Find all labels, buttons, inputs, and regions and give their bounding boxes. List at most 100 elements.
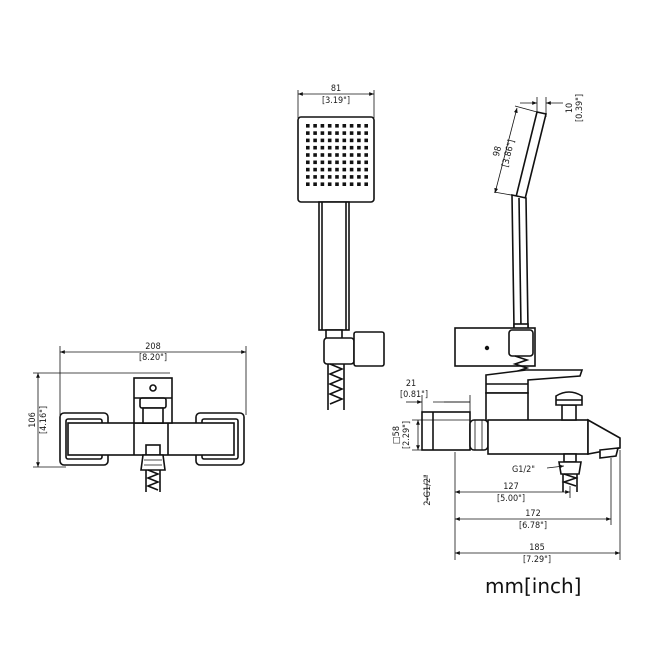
nozzle	[335, 182, 339, 186]
nozzle	[364, 138, 368, 143]
nozzle	[364, 160, 368, 165]
dim-front-width-inch: [8.20"]	[139, 353, 167, 363]
outlet-thread-label: G1/2"	[512, 465, 535, 475]
nozzle	[327, 145, 332, 150]
dim-handshower-width-inch: [3.19"]	[322, 96, 350, 106]
holder-screw	[484, 345, 490, 351]
side-nut	[469, 419, 489, 451]
nozzle	[327, 175, 332, 179]
dim-total-length-mm: 185	[529, 543, 544, 553]
nozzle	[320, 138, 325, 143]
nozzle	[306, 175, 310, 179]
nozzle	[357, 153, 361, 157]
nozzle	[335, 167, 339, 172]
handshower-view: 81 [3.19"]	[297, 84, 385, 410]
dim-side-thickness-mm: 10	[565, 103, 575, 113]
spout-aerator	[599, 447, 620, 459]
nozzle	[364, 153, 368, 157]
nozzle	[313, 182, 317, 186]
nozzle	[327, 153, 332, 157]
dim-front-width-mm: 208	[145, 342, 160, 352]
dim-side-head-mm: 98	[492, 145, 504, 157]
holder-bracket	[323, 337, 355, 365]
dim-inlet-offset-mm: 21	[406, 379, 416, 389]
dim-side-thickness-inch: [0.39"]	[575, 94, 585, 122]
dim-body-square-inch: [2.29"]	[402, 421, 412, 449]
nozzle	[364, 175, 368, 179]
dim-spout-length-mm: 172	[525, 509, 540, 519]
nozzle	[320, 124, 325, 128]
side-spout	[587, 418, 621, 455]
side-handshower-head	[515, 111, 547, 200]
nozzle	[342, 175, 347, 179]
nozzle	[342, 145, 347, 150]
nozzle	[364, 167, 368, 172]
dim-outlet-distance-inch: [5.00"]	[497, 494, 525, 504]
dim-total-length-inch: [7.29"]	[523, 555, 551, 565]
nozzle	[342, 160, 347, 165]
nozzle	[327, 124, 332, 128]
nozzle	[349, 153, 354, 157]
nozzle	[357, 145, 361, 150]
nozzle	[335, 138, 339, 143]
nozzle	[306, 182, 310, 186]
nozzle	[320, 175, 325, 179]
nozzle	[335, 153, 339, 157]
nozzle	[306, 131, 310, 135]
nozzle	[327, 167, 332, 172]
nozzle	[342, 124, 347, 128]
nozzle	[335, 175, 339, 179]
nozzle	[335, 160, 339, 165]
nozzle	[357, 175, 361, 179]
nozzle	[357, 167, 361, 172]
nozzle	[342, 182, 347, 186]
dim-inlet-offset-inch: [0.81"]	[400, 390, 428, 400]
nozzle	[349, 160, 354, 165]
nozzle	[364, 131, 368, 135]
nozzle	[306, 167, 310, 172]
nozzle	[357, 160, 361, 165]
nozzle	[313, 160, 317, 165]
dim-line-side-head	[494, 107, 518, 194]
nozzle	[342, 138, 347, 143]
hose	[327, 363, 345, 405]
nozzle	[313, 131, 317, 135]
outlet-nut	[140, 454, 166, 471]
side-hose	[512, 355, 530, 373]
nozzle	[327, 138, 332, 143]
diverter-knob	[555, 391, 583, 406]
front-hose	[145, 469, 161, 491]
side-wall-escutcheon	[421, 411, 471, 451]
nozzle	[313, 175, 317, 179]
handshower-handle	[318, 201, 350, 331]
nozzle	[320, 182, 325, 186]
nozzle	[364, 145, 368, 150]
nozzle	[313, 138, 317, 143]
nozzle	[327, 131, 332, 135]
side-outlet-nut	[558, 461, 582, 475]
nozzle	[342, 167, 347, 172]
nozzle	[313, 124, 317, 128]
side-body	[487, 419, 589, 455]
nozzle	[320, 153, 325, 157]
holder-wall-plate	[353, 331, 385, 367]
lever	[139, 397, 167, 409]
nozzle	[306, 160, 310, 165]
nozzle	[349, 182, 354, 186]
cartridge-cap	[142, 407, 164, 424]
nozzle	[342, 153, 347, 157]
nozzle	[357, 182, 361, 186]
diverter-stem	[561, 404, 577, 421]
nozzle	[364, 124, 368, 128]
dim-front-height-mm: 106	[28, 412, 38, 427]
cartridge-dot	[149, 384, 157, 392]
nozzle	[320, 131, 325, 135]
dim-side-head-inch: [3.86"]	[501, 139, 517, 169]
nozzle	[349, 124, 354, 128]
nozzle	[335, 145, 339, 150]
handshower-head	[297, 116, 375, 203]
dim-spout-length-inch: [6.78"]	[519, 521, 547, 531]
units-label: mm[inch]	[485, 574, 581, 598]
side-outlet-hose	[561, 473, 579, 487]
